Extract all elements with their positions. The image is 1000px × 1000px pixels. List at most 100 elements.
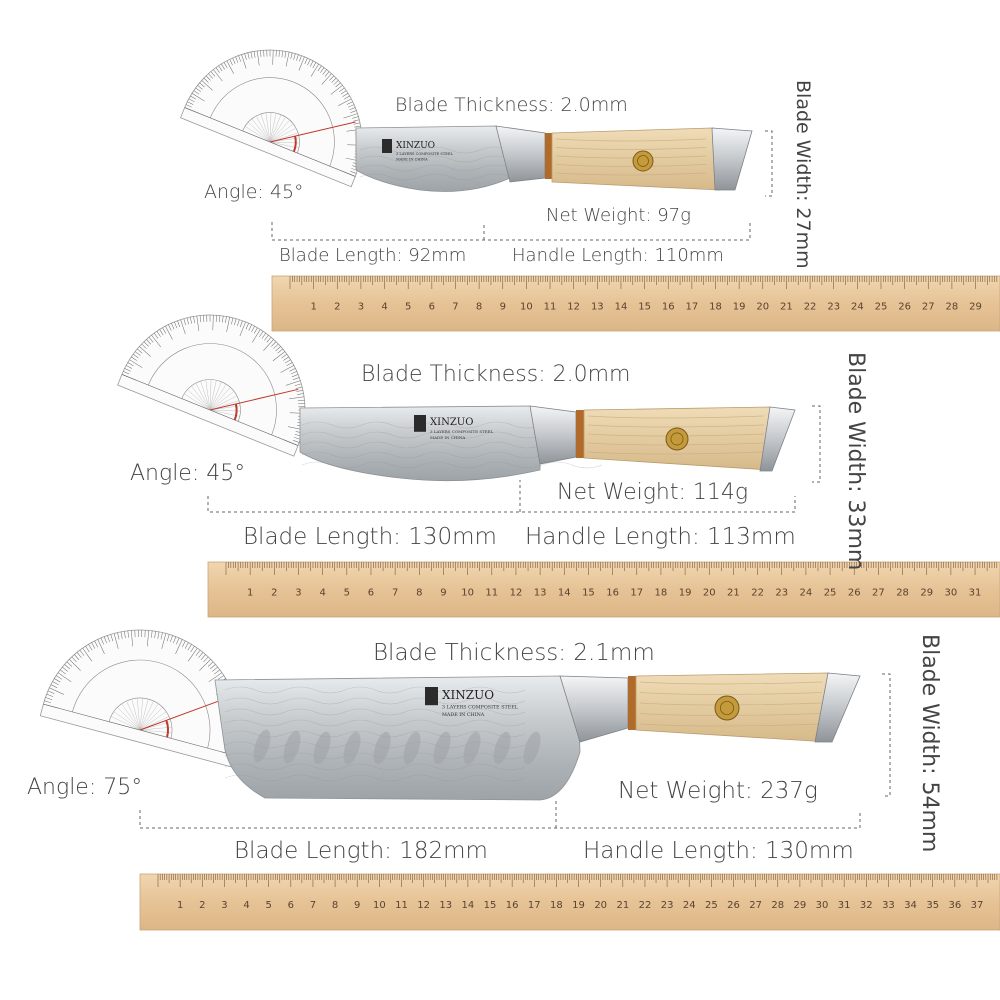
blade-length-label-2: Blade Length: 130mm <box>243 524 497 550</box>
protractor-ray <box>139 699 149 731</box>
ruler-number: 15 <box>638 302 651 313</box>
protractor-tick <box>251 326 255 333</box>
ruler-number: 16 <box>662 302 675 313</box>
granton-dimple <box>253 729 271 763</box>
ruler-number: 22 <box>804 302 817 313</box>
ruler-number: 25 <box>824 588 837 599</box>
protractor-tick <box>292 439 300 443</box>
net-weight-label-1: Net Weight: 97g <box>546 205 691 226</box>
protractor-tick <box>296 54 299 61</box>
ruler-number: 25 <box>705 900 718 911</box>
angle-label-1: Angle: 45° <box>204 181 304 203</box>
protractor-ray <box>209 395 237 411</box>
blade-thickness-label-1: Blade Thickness: 2.0mm <box>395 94 628 116</box>
ruler-number: 27 <box>922 302 935 313</box>
protractor-tick <box>55 675 63 680</box>
protractor-tick <box>174 321 178 329</box>
wood-grain <box>587 451 765 455</box>
blade-width-label-1: Blade Width: 27mm <box>792 80 814 269</box>
protractor-tick <box>103 636 107 644</box>
protractor-tick <box>132 353 139 359</box>
ruler-number: 31 <box>838 900 851 911</box>
protractor-tick <box>232 57 236 64</box>
protractor-tick <box>223 62 228 69</box>
ruler-number: 3 <box>221 900 227 911</box>
protractor-tick <box>184 642 189 649</box>
protractor-tick <box>298 403 305 405</box>
protractor-tick <box>209 314 211 322</box>
protractor-tick <box>225 316 227 324</box>
xinzuo-logo: XINZUO <box>396 141 435 151</box>
protractor-tick <box>263 339 274 351</box>
protractor-tick <box>151 630 153 638</box>
ruler-number: 17 <box>686 302 699 313</box>
blade <box>355 125 511 192</box>
ruler-body <box>207 561 1000 618</box>
ruler-number: 22 <box>751 588 764 599</box>
ruler-number: 21 <box>616 900 629 911</box>
rivet-inner <box>670 432 684 446</box>
ruler-number: 22 <box>639 900 652 911</box>
ruler-number: 28 <box>896 588 909 599</box>
mosaic-rivet <box>632 150 654 172</box>
net-weight-label-3: Net Weight: 237g <box>618 778 818 804</box>
ruler-body <box>139 873 1000 931</box>
protractor-tick <box>331 77 337 83</box>
protractor-tick <box>320 67 325 73</box>
handle-length-label-1: Handle Length: 110mm <box>512 245 724 266</box>
protractor-tick <box>260 50 262 57</box>
protractor-tick <box>126 365 133 369</box>
ruler-number: 20 <box>756 302 769 313</box>
protractor-ray <box>184 393 211 411</box>
protractor-tick <box>343 95 350 100</box>
protractor-tick <box>62 666 68 672</box>
protractor-tick <box>273 343 279 349</box>
protractor-tick <box>212 315 214 331</box>
protractor-ray <box>137 698 141 731</box>
protractor-tick <box>253 51 256 58</box>
protractor-tick <box>64 664 70 670</box>
ruler-number: 20 <box>594 900 607 911</box>
protractor-tick <box>266 337 272 343</box>
ruler-number: 15 <box>484 900 497 911</box>
angle-arc <box>292 136 297 153</box>
ruler-number: 26 <box>727 900 740 911</box>
xinzuo-logo-mark <box>425 687 438 706</box>
protractor-tick <box>309 60 314 67</box>
protractor-ray <box>269 141 299 149</box>
protractor-tick <box>324 71 330 77</box>
ruler-number: 8 <box>416 588 422 599</box>
protractor-tick <box>131 630 133 647</box>
ruler-number: 4 <box>319 588 325 599</box>
end-cap <box>711 127 753 191</box>
protractor-tick <box>247 52 250 60</box>
copper-ring <box>545 133 552 179</box>
protractor-tick <box>307 59 311 66</box>
protractor-tick <box>296 390 303 392</box>
protractor-tick <box>350 110 357 113</box>
protractor-ray <box>209 387 231 411</box>
protractor-tick <box>293 437 301 440</box>
protractor-tick <box>205 75 211 81</box>
dimension-lines-2 <box>207 480 796 513</box>
damascus-pattern <box>224 730 526 738</box>
angle-arc <box>233 403 238 421</box>
wood-grain <box>587 442 765 446</box>
protractor-tick <box>333 80 339 85</box>
protractor-tick <box>256 50 260 66</box>
logo-subtext: 3 LAYERS COMPOSITE STEEL <box>430 429 494 434</box>
ruler-number: 23 <box>775 588 788 599</box>
protractor-tick <box>353 122 361 125</box>
protractor-tick <box>166 634 170 642</box>
protractor-tick <box>134 630 136 638</box>
protractor-tick <box>190 645 195 653</box>
ruler-number: 7 <box>452 302 458 313</box>
ruler-number: 2 <box>271 588 277 599</box>
protractor-inner-arc <box>72 659 211 749</box>
wood-grain <box>555 147 707 150</box>
protractor-tick <box>193 316 195 324</box>
ruler-number: 26 <box>848 588 861 599</box>
protractor-tick <box>110 634 114 642</box>
